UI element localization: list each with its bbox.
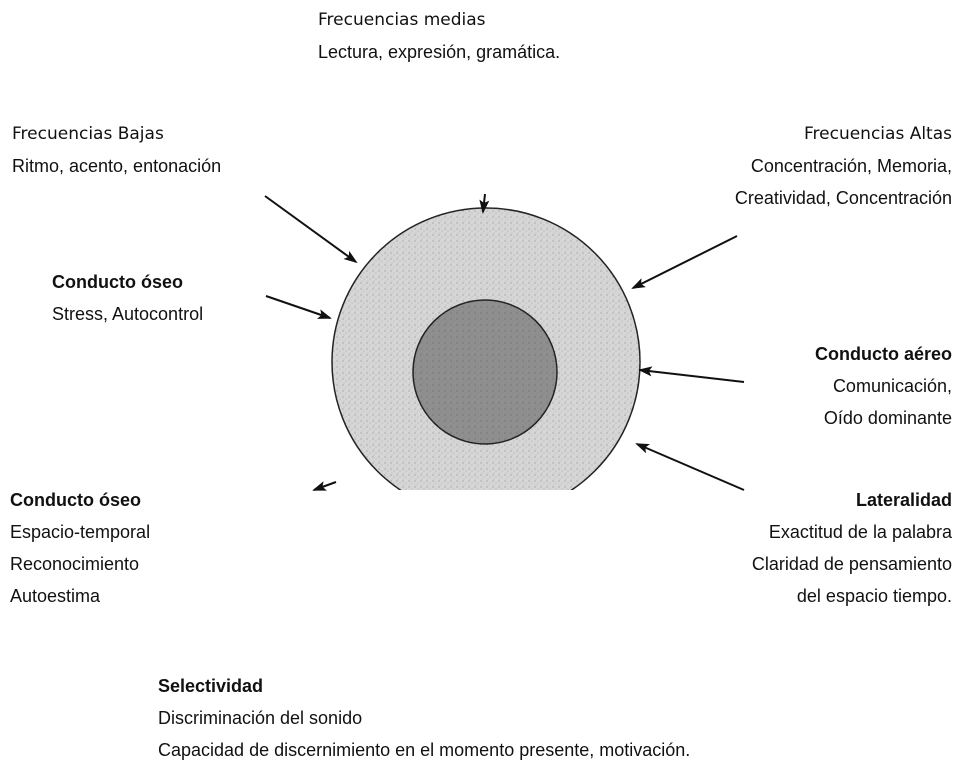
arrow-medium-frequencies (479, 193, 490, 214)
laterality-line-1: Exactitud de la palabra (768, 522, 952, 542)
bone-conduction-upper-block: Conducto óseo Stress, Autocontrol (52, 266, 203, 330)
air-conduction-block: Conducto aéreo Comunicación, Oído domina… (815, 338, 952, 434)
arrow-high-frequencies (631, 235, 738, 289)
selectivity-line-1: Discriminación del sonido (158, 708, 363, 728)
low-frequencies-block: Frecuencias Bajas Ritmo, acento, entonac… (12, 118, 221, 182)
air-conduction-line-2: Oído dominante (823, 408, 952, 428)
laterality-title: Lateralidad (855, 490, 952, 510)
bone-conduction-lower-line-3: Autoestima (10, 586, 101, 606)
arrow-bone-upper (265, 295, 332, 319)
arrow-low-frequencies (264, 195, 358, 264)
arrows (264, 193, 745, 491)
low-frequencies-line-1: Ritmo, acento, entonación (12, 156, 222, 176)
bone-conduction-lower-line-2: Reconocimiento (10, 554, 140, 574)
bone-conduction-lower-title: Conducto óseo (10, 490, 141, 510)
air-conduction-line-1: Comunicación, (832, 376, 952, 396)
arrow-bone-lower (312, 481, 337, 491)
bone-conduction-lower-line-1: Espacio-temporal (10, 522, 151, 542)
bone-conduction-lower-block: Conducto óseo Espacio-temporal Reconocim… (10, 484, 150, 612)
selectivity-title: Selectividad (158, 676, 264, 696)
low-frequencies-title: Frecuencias Bajas (12, 124, 164, 144)
high-frequencies-title: Frecuencias Altas (803, 124, 952, 144)
arrow-laterality (635, 443, 745, 491)
medium-frequencies-title: Frecuencias medias (318, 10, 486, 30)
bone-conduction-upper-title: Conducto óseo (52, 272, 183, 292)
selectivity-line-2: Capacidad de discernimiento en el moment… (158, 740, 691, 760)
arrow-air-conduction (638, 366, 745, 383)
laterality-line-2: Claridad de pensamiento (751, 554, 952, 574)
high-frequencies-line-2: Creatividad, Concentración (734, 188, 952, 208)
bone-conduction-upper-line-1: Stress, Autocontrol (52, 304, 204, 324)
medium-frequencies-line-1: Lectura, expresión, gramática. (318, 42, 561, 62)
laterality-line-3: del espacio tiempo. (796, 586, 952, 606)
laterality-block: Lateralidad Exactitud de la palabra Clar… (752, 484, 952, 612)
selectivity-block: Selectividad Discriminación del sonido C… (158, 670, 690, 766)
high-frequencies-block: Frecuencias Altas Concentración, Memoria… (735, 118, 952, 214)
medium-frequencies-block: Frecuencias medias Lectura, expresión, g… (318, 4, 560, 68)
inner-circle-texture (413, 300, 557, 444)
high-frequencies-line-1: Concentración, Memoria, (750, 156, 952, 176)
circle-group (331, 207, 641, 490)
air-conduction-title: Conducto aéreo (814, 344, 952, 364)
